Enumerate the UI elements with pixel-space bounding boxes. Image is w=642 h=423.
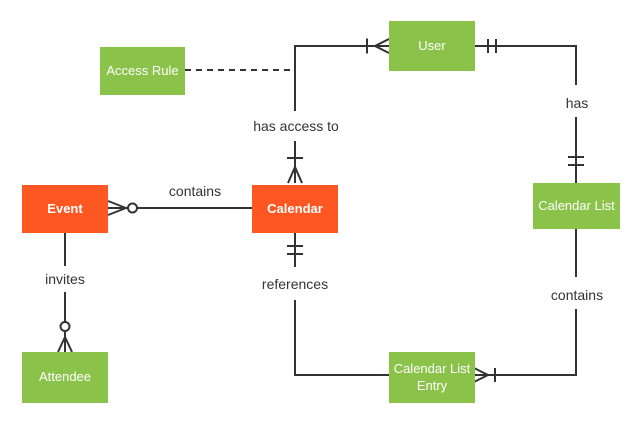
rel-calendar-list-entry-line <box>473 229 577 383</box>
entity-calendar-list: Calendar List <box>533 183 620 229</box>
relationship-label-references: references <box>259 276 331 292</box>
rel-user-calendar-list-line <box>474 39 584 183</box>
entity-user: User <box>389 21 475 71</box>
entity-access-rule: Access Rule <box>100 47 185 95</box>
relationship-label-has-access-to: has access to <box>251 118 341 134</box>
exactly-one-marker-icon <box>287 245 303 255</box>
entity-event: Event <box>22 185 108 233</box>
rel-event-calendar-line <box>107 200 252 216</box>
rel-calendar-entry-line <box>287 233 389 376</box>
zero-or-many-marker-icon <box>107 200 138 216</box>
exactly-one-marker-icon <box>487 39 497 53</box>
one-or-many-marker-icon <box>287 157 303 184</box>
relationship-label-contains-right: contains <box>548 287 606 303</box>
entity-calendar: Calendar <box>252 185 338 233</box>
one-or-many-marker-icon <box>473 367 496 383</box>
relationship-label-has: has <box>563 95 591 111</box>
zero-or-many-marker-icon <box>57 321 73 353</box>
relationship-label-invites: invites <box>43 271 87 287</box>
one-or-many-marker-icon <box>366 38 390 54</box>
rel-calendar-user-line <box>287 38 390 184</box>
rel-event-attendee-line <box>57 233 73 353</box>
exactly-one-marker-icon <box>568 156 584 166</box>
entity-attendee: Attendee <box>22 352 108 403</box>
entity-calendar-list-entry: Calendar List Entry <box>389 352 475 403</box>
relationship-label-contains: contains <box>166 183 224 199</box>
